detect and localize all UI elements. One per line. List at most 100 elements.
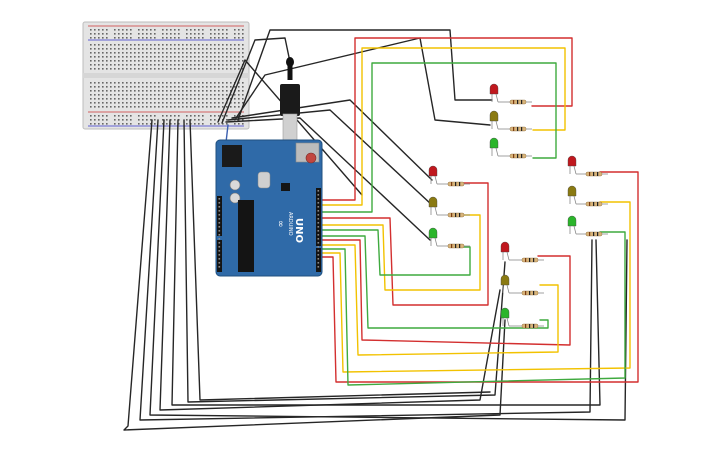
green-wires[interactable] [319, 62, 626, 386]
wire-black-12[interactable] [225, 117, 431, 241]
breadboard-hole [214, 68, 216, 70]
usb-cable[interactable] [280, 57, 300, 143]
wire-black-10[interactable] [231, 99, 433, 181]
led-red[interactable] [567, 155, 577, 167]
breadboard-hole [126, 60, 128, 62]
breadboard-hole [186, 115, 188, 117]
breadboard-hole [166, 29, 168, 31]
breadboard-hole [118, 56, 120, 58]
breadboard-hole [230, 102, 232, 104]
breadboard-hole [146, 90, 148, 92]
breadboard-hole [138, 102, 140, 104]
led-green[interactable] [500, 307, 510, 319]
breadboard-hole [166, 82, 168, 84]
wire-red-2[interactable] [319, 182, 489, 306]
analog-header[interactable] [217, 240, 222, 272]
breadboard-hole [154, 56, 156, 58]
wire-red-3[interactable] [319, 239, 571, 346]
wire-yellow-4[interactable] [319, 201, 631, 373]
breadboard-hole [190, 29, 192, 31]
traffic-light-2[interactable] [428, 165, 470, 249]
breadboard-hole [142, 64, 144, 66]
led-green[interactable] [428, 227, 438, 239]
breadboard-hole [130, 82, 132, 84]
led-yellow[interactable] [428, 196, 438, 208]
breadboard-hole [110, 60, 112, 62]
breadboard-hole [226, 98, 228, 100]
wire-yellow-2[interactable] [319, 214, 481, 291]
breadboard-hole [98, 29, 100, 31]
wire-black-7[interactable] [189, 119, 491, 401]
traffic-light-3[interactable] [500, 241, 544, 329]
wire-black-1[interactable] [123, 119, 506, 431]
yellow-wires[interactable] [319, 47, 631, 373]
breadboard-hole [174, 37, 176, 39]
breadboard-hole [94, 119, 96, 121]
led-yellow[interactable] [567, 185, 577, 197]
led-green[interactable] [489, 137, 499, 149]
wire-black-11[interactable] [227, 109, 433, 206]
wire-black-4[interactable] [159, 119, 501, 411]
breadboard-hole [178, 33, 180, 35]
led-red[interactable] [489, 83, 499, 95]
breadboard-hole [110, 68, 112, 70]
wire-black-usb[interactable] [221, 37, 291, 124]
wire-yellow-3[interactable] [319, 244, 559, 356]
breadboard-hole [174, 119, 176, 121]
breadboard-hole [202, 37, 204, 39]
wire-green-3[interactable] [319, 235, 549, 329]
breadboard-hole [214, 52, 216, 54]
wire-green-1[interactable] [319, 62, 557, 213]
breadboard-hole [186, 82, 188, 84]
arduino-uno-board[interactable]: ARDUINO UNO ∞ [215, 139, 323, 277]
wire-yellow-1[interactable] [319, 47, 566, 206]
resistor-band [593, 202, 595, 206]
digital-header-2[interactable] [316, 248, 321, 272]
led-yellow[interactable] [500, 274, 510, 286]
power-header[interactable] [217, 196, 222, 236]
wire-black-5[interactable] [171, 119, 601, 406]
breadboard-hole [238, 52, 240, 54]
resistor-band [459, 213, 461, 217]
breadboard-hole [102, 94, 104, 96]
breadboard-hole [118, 115, 120, 117]
wire-black-8[interactable] [237, 29, 493, 121]
breadboard-hole [218, 98, 220, 100]
breadboard-hole [182, 60, 184, 62]
led-red[interactable] [428, 165, 438, 177]
wires[interactable] [123, 29, 639, 431]
breadboard-hole [150, 102, 152, 104]
wire-green-2[interactable] [319, 229, 471, 276]
breadboard-hole [218, 102, 220, 104]
led-green[interactable] [567, 215, 577, 227]
digital-header[interactable] [316, 188, 321, 246]
breadboard-hole [178, 115, 180, 117]
breadboard-hole [186, 29, 188, 31]
led-yellow[interactable] [489, 110, 499, 122]
breadboard[interactable] [82, 21, 250, 130]
wire-black-3[interactable] [149, 119, 628, 421]
led-red[interactable] [500, 241, 510, 253]
reset-button[interactable] [305, 152, 317, 164]
traffic-light-4[interactable] [567, 155, 608, 237]
breadboard-hole [206, 86, 208, 88]
traffic-lights[interactable] [428, 83, 608, 329]
breadboard-hole [174, 29, 176, 31]
wire-black-2[interactable] [139, 119, 593, 421]
breadboard-hole [138, 90, 140, 92]
breadboard-hole [118, 44, 120, 46]
breadboard-hole [210, 102, 212, 104]
breadboard-hole [226, 56, 228, 58]
wire-green-4[interactable] [319, 231, 626, 386]
breadboard-hole [110, 86, 112, 88]
breadboard-hole [206, 90, 208, 92]
header-pin [218, 242, 221, 244]
breadboard-hole [138, 60, 140, 62]
breadboard-hole [166, 33, 168, 35]
breadboard-hole [170, 98, 172, 100]
traffic-light-1[interactable] [489, 83, 532, 159]
breadboard-hole [226, 90, 228, 92]
wire-black-13[interactable] [217, 59, 363, 196]
breadboard-hole [214, 106, 216, 108]
